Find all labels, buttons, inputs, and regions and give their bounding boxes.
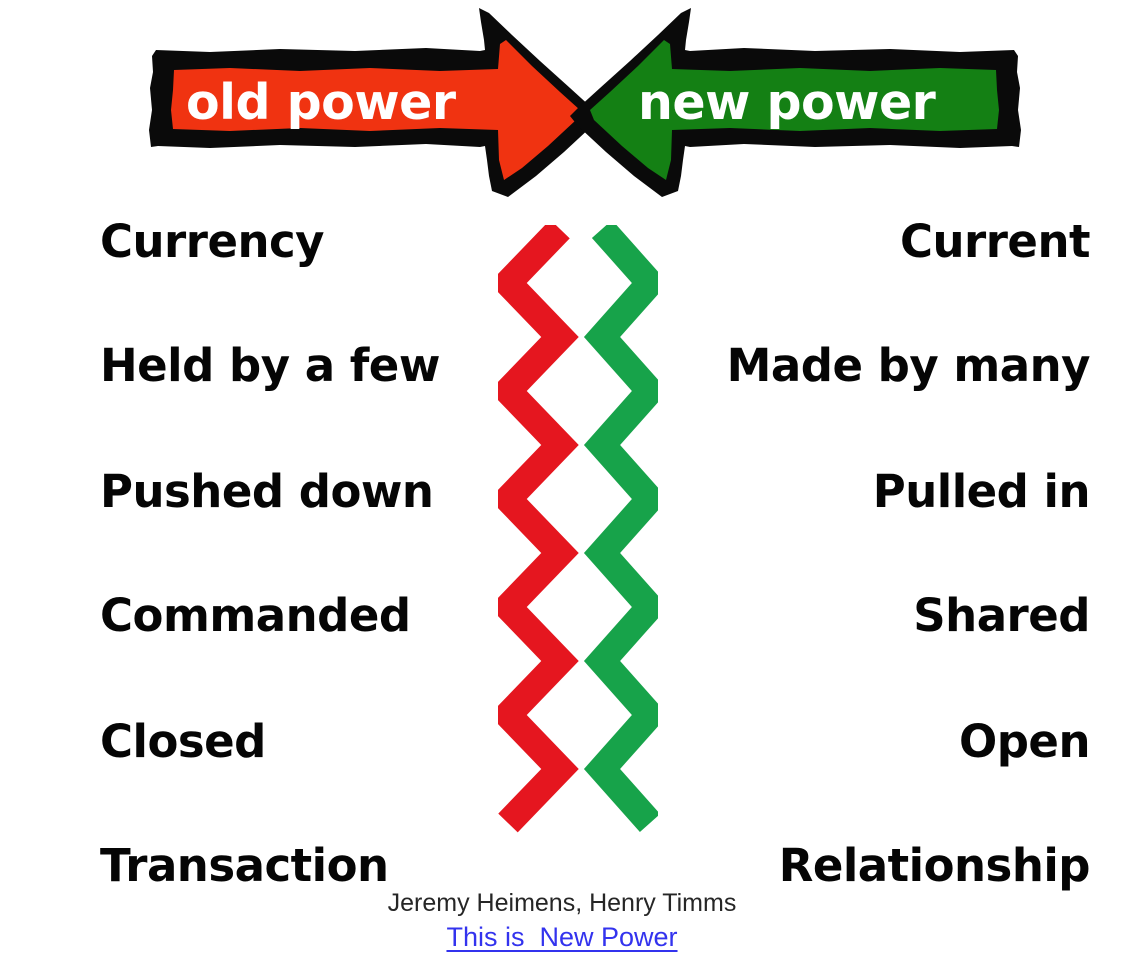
- old-power-value-3: Pushed down: [100, 464, 434, 518]
- new-power-value-6: Relationship: [778, 838, 1091, 892]
- footer: Jeremy Heimens, Henry Timms This is New …: [0, 888, 1124, 953]
- old-power-label: old power: [186, 74, 456, 131]
- red-zigzag-line: [498, 225, 579, 833]
- new-power-value-1: Current: [899, 214, 1091, 268]
- old-power-value-6: Transaction: [100, 838, 389, 892]
- new-power-arrow[interactable]: new power: [560, 0, 1030, 200]
- new-power-value-5: Open: [958, 714, 1091, 768]
- zigzag-divider: [498, 225, 658, 843]
- new-power-arrow-shape: [570, 8, 1021, 197]
- comparison-row-4: Commanded Shared: [0, 580, 1124, 650]
- comparison-row-5: Closed Open: [0, 706, 1124, 776]
- header-arrows: old power new power: [0, 0, 1124, 200]
- old-power-arrow[interactable]: old power: [140, 0, 610, 200]
- new-power-label: new power: [638, 74, 936, 131]
- old-power-value-5: Closed: [100, 714, 266, 768]
- source-link[interactable]: This is New Power: [446, 922, 678, 952]
- comparison-row-1: Currency Current: [0, 206, 1124, 276]
- old-power-value-2: Held by a few: [100, 338, 440, 392]
- old-power-value-4: Commanded: [100, 588, 411, 642]
- new-power-value-4: Shared: [913, 588, 1090, 642]
- comparison-row-3: Pushed down Pulled in: [0, 456, 1124, 526]
- attribution-text: Jeremy Heimens, Henry Timms: [387, 889, 737, 917]
- old-power-value-1: Currency: [100, 214, 325, 268]
- comparison-list: Currency Current Held by a few Made by m…: [0, 198, 1124, 888]
- green-zigzag-line: [583, 225, 658, 832]
- old-power-arrow-shape: [149, 8, 600, 197]
- comparison-row-6: Transaction Relationship: [0, 830, 1124, 900]
- new-power-value-3: Pulled in: [872, 464, 1091, 518]
- zigzag-divider-shape: [498, 225, 658, 833]
- comparison-row-2: Held by a few Made by many: [0, 330, 1124, 400]
- new-power-value-2: Made by many: [726, 338, 1091, 392]
